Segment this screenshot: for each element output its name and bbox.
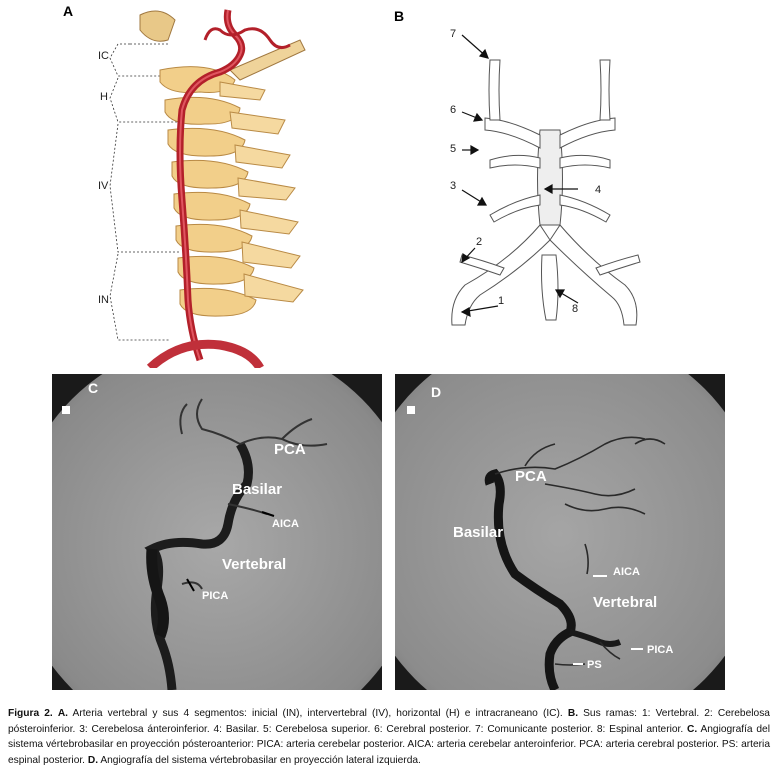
label-pica: PICA [202, 590, 229, 602]
caption-c-label: C. [687, 723, 698, 735]
label-pca: PCA [515, 468, 547, 485]
panel-d-angiogram: D PCA Basilar AICA Vertebral PICA PS [395, 374, 725, 690]
branch-number-2: 2 [476, 236, 483, 248]
panel-c-letter: C [88, 380, 99, 396]
branch-number-7: 7 [450, 28, 457, 40]
branch-number-5: 5 [450, 143, 457, 155]
label-basilar: Basilar [453, 524, 504, 541]
panel-b-diagram: B [390, 0, 720, 340]
branch-number-1: 1 [498, 295, 505, 307]
angiogram-pa-image [52, 374, 382, 690]
panel-d-letter: D [431, 384, 442, 400]
segment-label-h: H [100, 91, 108, 103]
caption-d-text: Angiografía del sistema vértebrobasilar … [100, 754, 421, 766]
label-vertebral: Vertebral [222, 556, 287, 573]
segment-label-iv: IV [98, 180, 109, 192]
label-pica: PICA [647, 644, 674, 656]
angiogram-lateral-image [395, 374, 725, 690]
label-pca: PCA [274, 441, 306, 458]
figure-caption: Figura 2. A. Arteria vertebral y sus 4 s… [8, 706, 770, 768]
label-aica: AICA [613, 566, 640, 578]
caption-a-label: A. [57, 708, 68, 719]
panel-c-angiogram: C PCA Basilar AICA Vertebral PICA [52, 374, 382, 690]
caption-figure-label: Figura 2. [8, 708, 53, 719]
caption-c-text: Angiografía del sistema vértebrobasilar … [8, 723, 770, 766]
caption-b-text: Sus ramas: 1: Vertebral. 2: Cerebelosa p… [8, 708, 770, 735]
caption-b-label: B. [567, 708, 579, 719]
vertebrobasilar-branch-diagram [451, 34, 641, 326]
label-aica: AICA [272, 518, 299, 530]
branch-number-8: 8 [572, 303, 579, 315]
label-vertebral: Vertebral [593, 594, 658, 611]
segment-label-in: IN [98, 294, 109, 306]
vertebral-column-illustration [109, 9, 306, 368]
label-basilar: Basilar [232, 481, 283, 498]
branch-number-4: 4 [595, 184, 602, 196]
panel-b-letter: B [394, 8, 405, 24]
branch-number-3: 3 [450, 180, 457, 192]
caption-a-text: Arteria vertebral y sus 4 segmentos: ini… [72, 708, 563, 719]
branch-number-6: 6 [450, 104, 457, 116]
caption-d-label: D. [87, 754, 99, 766]
panel-a-letter: A [63, 3, 74, 19]
label-ps: PS [587, 659, 602, 671]
segment-label-ic: IC [98, 50, 109, 62]
panel-a-illustration: A [60, 0, 360, 368]
